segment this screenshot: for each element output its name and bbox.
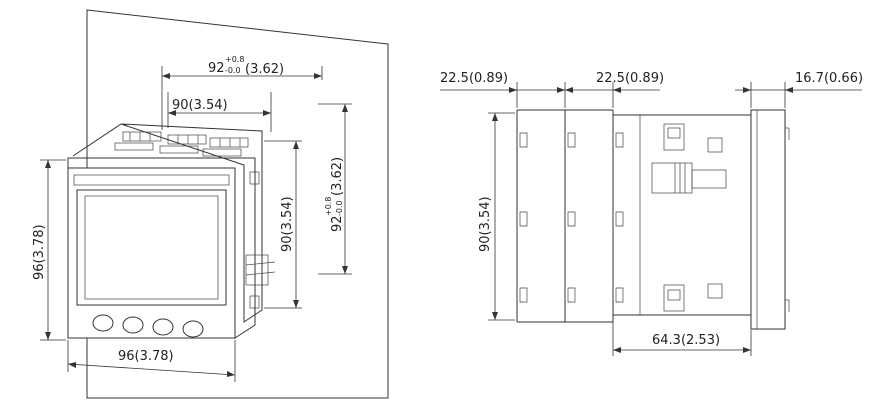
module-width-left-value: 22.5(0.89) <box>440 71 508 86</box>
label-strip <box>73 174 230 186</box>
body-depth-value: 64.3(2.53) <box>652 333 720 348</box>
module-pins <box>519 132 624 303</box>
cutout-height-value: 92 <box>330 215 345 232</box>
front-view: 92 +0.8 -0.0 (3.62) 90(3.54) 92 +0.8 -0.… <box>32 9 389 399</box>
cutout-height-tol-lower: -0.0 <box>335 200 344 216</box>
bezel-depth-value: 16.7(0.66) <box>795 71 863 86</box>
side-body-details <box>651 123 727 312</box>
dim-module-widths: 22.5(0.89) 22.5(0.89) <box>440 71 664 108</box>
dim-bezel-width: 96(3.78) <box>67 340 236 382</box>
cutout-height-inch: (3.62) <box>330 157 345 196</box>
side-bezel <box>750 109 786 330</box>
connector-block <box>651 162 693 194</box>
front-buttons <box>92 314 204 338</box>
button-4 <box>182 320 204 338</box>
cutout-width-tol-upper: +0.8 <box>225 55 244 64</box>
dim-bezel-depth: 16.7(0.66) <box>735 71 863 108</box>
body-width-value: 90(3.54) <box>172 98 228 113</box>
display-window <box>76 189 227 306</box>
dim-side-height: 90(3.54) <box>478 112 515 321</box>
dim-body-width: 90(3.54) <box>167 92 272 132</box>
cutout-width-tol-lower: -0.0 <box>225 66 241 75</box>
body-height-value: 90(3.54) <box>280 196 295 252</box>
connector-plug <box>691 169 727 189</box>
module-outlines <box>516 109 614 323</box>
terminal-blocks <box>114 131 249 157</box>
side-view: 22.5(0.89) 22.5(0.89) 16.7(0.66) 90(3.54… <box>440 71 863 356</box>
bezel-face <box>67 167 236 339</box>
bezel-height-value: 96(3.78) <box>32 224 47 280</box>
button-2 <box>122 316 144 334</box>
button-3 <box>152 318 174 336</box>
display-screen <box>84 195 219 300</box>
dim-bezel-height: 96(3.78) <box>32 159 66 341</box>
cutout-width-inch: (3.62) <box>245 62 284 77</box>
module-width-right-value: 22.5(0.89) <box>596 71 664 86</box>
dim-cutout-height: 92 +0.8 -0.0 (3.62) <box>318 103 352 275</box>
dim-body-height: 90(3.54) <box>264 140 302 309</box>
bezel-width-value: 96(3.78) <box>118 349 174 364</box>
meter-body-top-edge <box>72 123 122 157</box>
dim-cutout-width: 92 +0.8 -0.0 (3.62) <box>161 55 323 130</box>
side-clip <box>245 171 276 309</box>
side-height-value: 90(3.54) <box>478 196 493 252</box>
cutout-width-value: 92 <box>208 61 225 76</box>
cutout-height-tol-upper: +0.8 <box>324 197 333 216</box>
button-1 <box>92 314 114 332</box>
dim-body-depth: 64.3(2.53) <box>612 318 752 356</box>
